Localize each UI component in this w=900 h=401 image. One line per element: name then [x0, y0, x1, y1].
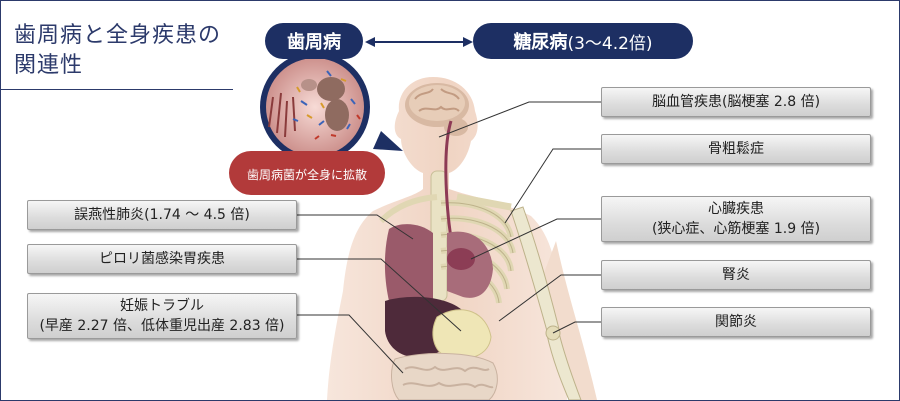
leader-cerebro	[438, 101, 601, 138]
label-aspiration-pneumonia-text: 誤燕性肺炎(1.74 〜 4.5 倍)	[74, 207, 250, 223]
diabetes-label: 糖尿病	[513, 32, 568, 53]
diabetes-badge: 糖尿病 (3〜4.2倍)	[473, 23, 693, 59]
leader-lines	[297, 101, 601, 374]
label-pregnancy-trouble: 妊娠トラブル (早産 2.27 倍、低体重児出産 2.83 倍)	[27, 293, 297, 339]
leader-pregnancy	[297, 314, 404, 374]
label-pregnancy-line-2: (早産 2.27 倍、低体重児出産 2.83 倍)	[39, 318, 285, 334]
label-pylori-text: ピロリ菌感染胃疾患	[99, 251, 225, 267]
label-kidney-text: 腎炎	[722, 267, 750, 283]
label-osteo-text: 骨粗鬆症	[708, 141, 764, 157]
label-cerebro-text: 脳血管疾患(脳梗塞 2.8 倍)	[651, 94, 821, 110]
label-pregnancy-line-1: 妊娠トラブル	[120, 298, 204, 314]
stomach	[432, 309, 492, 360]
label-aspiration-pneumonia: 誤燕性肺炎(1.74 〜 4.5 倍)	[27, 200, 297, 230]
brain	[405, 83, 469, 136]
leader-kidney	[498, 274, 601, 322]
leader-osteo	[504, 148, 601, 224]
leader-joint	[552, 321, 601, 334]
title-underline	[1, 89, 233, 90]
bacteria-bubble	[229, 52, 403, 195]
title-line-1: 歯周病と全身疾患の	[14, 23, 222, 48]
leader-pylori	[297, 258, 462, 332]
label-nephritis: 腎炎	[601, 260, 871, 290]
organs	[384, 224, 498, 400]
label-cerebrovascular-disease: 脳血管疾患(脳梗塞 2.8 倍)	[601, 87, 871, 117]
label-cardiac-line-1: 心臓疾患	[708, 201, 764, 217]
periodontal-disease-badge: 歯周病	[265, 23, 363, 59]
leader-pneumonia	[297, 214, 414, 240]
label-pylori-gastric-disease: ピロリ菌感染胃疾患	[27, 244, 297, 274]
association-arrow	[365, 37, 473, 47]
page-title: 歯周病と全身疾患の 関連性	[14, 21, 221, 81]
heart	[447, 248, 475, 270]
label-arthritis: 関節炎	[601, 307, 871, 337]
label-osteoporosis: 骨粗鬆症	[601, 134, 871, 164]
skeleton	[378, 170, 582, 400]
intestine	[391, 352, 498, 400]
label-heart-disease: 心臓疾患 (狭心症、心筋梗塞 1.9 倍)	[601, 196, 871, 242]
diabetes-ratio: (3〜4.2倍)	[567, 33, 653, 54]
leader-cardiac	[470, 218, 601, 260]
bacteria-spread-caption: 歯周病菌が全身に拡散	[246, 167, 367, 182]
periodontal-disease-label: 歯周病	[287, 32, 341, 53]
title-line-2: 関連性	[14, 53, 84, 78]
label-joint-text: 関節炎	[715, 314, 757, 330]
label-cardiac-line-2: (狭心症、心筋梗塞 1.9 倍)	[651, 221, 821, 237]
